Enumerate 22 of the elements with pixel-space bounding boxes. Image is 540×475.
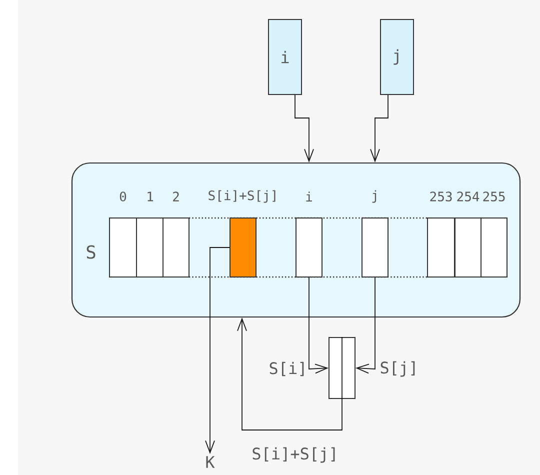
edge-label: S[i]+S[j] [250,446,340,464]
index-label: j [372,190,376,203]
output-label: K [206,456,215,468]
edge-label: S[i] [268,360,308,378]
index-label: i [306,192,312,202]
index-label: 255 [483,192,505,202]
arrow [237,318,342,430]
index-label: 253 [430,192,452,202]
index-label: S[i]+S[j] [208,190,276,203]
index-box: i [268,19,302,95]
index-label: 1 [148,192,154,202]
adder-box [328,336,356,400]
index-box: j [380,19,414,95]
index-label: 2 [173,192,179,202]
arrow [205,247,230,454]
arrow [356,277,376,374]
arrow [294,94,314,162]
index-label: 254 [457,192,480,202]
index-label: 0 [120,192,126,202]
arrow [370,94,388,162]
arrow [308,277,328,374]
edge-label: S[j] [378,360,420,378]
